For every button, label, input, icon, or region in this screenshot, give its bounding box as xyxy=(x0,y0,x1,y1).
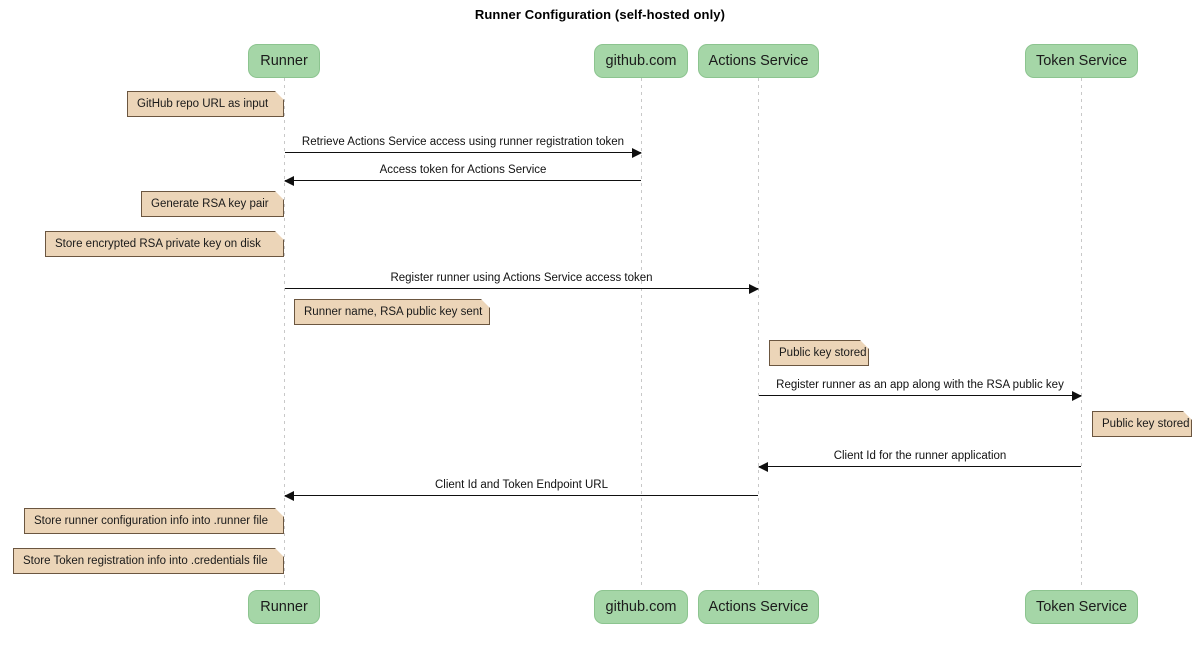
arrowhead-right-icon xyxy=(749,283,759,294)
lifeline-token xyxy=(1081,78,1082,586)
msg-label: Retrieve Actions Service access using ru… xyxy=(301,136,625,148)
note-fold-icon xyxy=(1183,411,1192,420)
note-fold-icon xyxy=(275,231,284,240)
msg-line xyxy=(285,180,641,181)
note-public-key-actions: Public key stored xyxy=(769,340,869,366)
participant-runner-top[interactable]: Runner xyxy=(248,44,320,78)
participant-actions-top[interactable]: Actions Service xyxy=(698,44,819,78)
note-text: Store runner configuration info into .ru… xyxy=(34,515,268,527)
participant-github-bottom[interactable]: github.com xyxy=(594,590,688,624)
arrowhead-right-icon xyxy=(632,147,642,158)
msg-label: Register runner as an app along with the… xyxy=(776,379,1064,391)
msg-client-id: Client Id for the runner application xyxy=(758,450,1081,472)
arrowhead-left-icon xyxy=(284,490,294,501)
msg-retrieve-actions-access: Retrieve Actions Service access using ru… xyxy=(285,136,642,158)
note-text: Store Token registration info into .cred… xyxy=(23,555,268,567)
note-text: Runner name, RSA public key sent xyxy=(304,306,483,318)
note-generate-rsa: Generate RSA key pair xyxy=(141,191,284,217)
participant-label: Runner xyxy=(260,599,308,615)
lifeline-actions xyxy=(758,78,759,586)
note-store-encrypted-rsa: Store encrypted RSA private key on disk xyxy=(45,231,284,257)
msg-line xyxy=(285,288,758,289)
msg-line xyxy=(285,495,758,496)
participant-label: Token Service xyxy=(1035,53,1128,69)
msg-line xyxy=(759,395,1081,396)
note-fold-icon xyxy=(275,191,284,200)
note-fold-icon xyxy=(275,508,284,517)
msg-line xyxy=(759,466,1081,467)
participant-github-top[interactable]: github.com xyxy=(594,44,688,78)
participant-token-bottom[interactable]: Token Service xyxy=(1025,590,1138,624)
msg-label: Client Id and Token Endpoint URL xyxy=(434,479,609,491)
note-text: Store encrypted RSA private key on disk xyxy=(55,238,261,250)
note-text: GitHub repo URL as input xyxy=(137,98,269,110)
msg-register-app: Register runner as an app along with the… xyxy=(759,379,1082,401)
msg-register-runner: Register runner using Actions Service ac… xyxy=(285,272,759,294)
note-text: Generate RSA key pair xyxy=(151,198,269,210)
note-public-key-token: Public key stored xyxy=(1092,411,1192,437)
lifeline-github xyxy=(641,78,642,586)
note-fold-icon xyxy=(275,548,284,557)
note-text: Public key stored xyxy=(779,347,867,359)
participant-label: github.com xyxy=(605,53,677,69)
participant-runner-bottom[interactable]: Runner xyxy=(248,590,320,624)
msg-label: Client Id for the runner application xyxy=(833,450,1007,462)
lifeline-runner xyxy=(284,78,285,586)
participant-actions-bottom[interactable]: Actions Service xyxy=(698,590,819,624)
participant-token-top[interactable]: Token Service xyxy=(1025,44,1138,78)
note-store-runner-config: Store runner configuration info into .ru… xyxy=(24,508,284,534)
msg-line xyxy=(285,152,641,153)
note-fold-icon xyxy=(481,299,490,308)
msg-label: Access token for Actions Service xyxy=(379,164,547,176)
note-fold-icon xyxy=(275,91,284,100)
participant-label: Token Service xyxy=(1035,599,1128,615)
participant-label: Actions Service xyxy=(708,599,809,615)
participant-label: github.com xyxy=(605,599,677,615)
msg-label: Register runner using Actions Service ac… xyxy=(390,272,653,284)
note-fold-icon xyxy=(860,340,869,349)
note-github-repo-url: GitHub repo URL as input xyxy=(127,91,284,117)
arrowhead-left-icon xyxy=(284,175,294,186)
arrowhead-right-icon xyxy=(1072,390,1082,401)
note-store-token-reg: Store Token registration info into .cred… xyxy=(13,548,284,574)
arrowhead-left-icon xyxy=(758,461,768,472)
participant-label: Actions Service xyxy=(708,53,809,69)
participant-label: Runner xyxy=(260,53,308,69)
note-runner-name-key-sent: Runner name, RSA public key sent xyxy=(294,299,490,325)
msg-access-token: Access token for Actions Service xyxy=(284,164,641,186)
note-text: Public key stored xyxy=(1102,418,1190,430)
msg-client-id-endpoint: Client Id and Token Endpoint URL xyxy=(284,479,758,501)
page-title: Runner Configuration (self-hosted only) xyxy=(474,7,726,22)
